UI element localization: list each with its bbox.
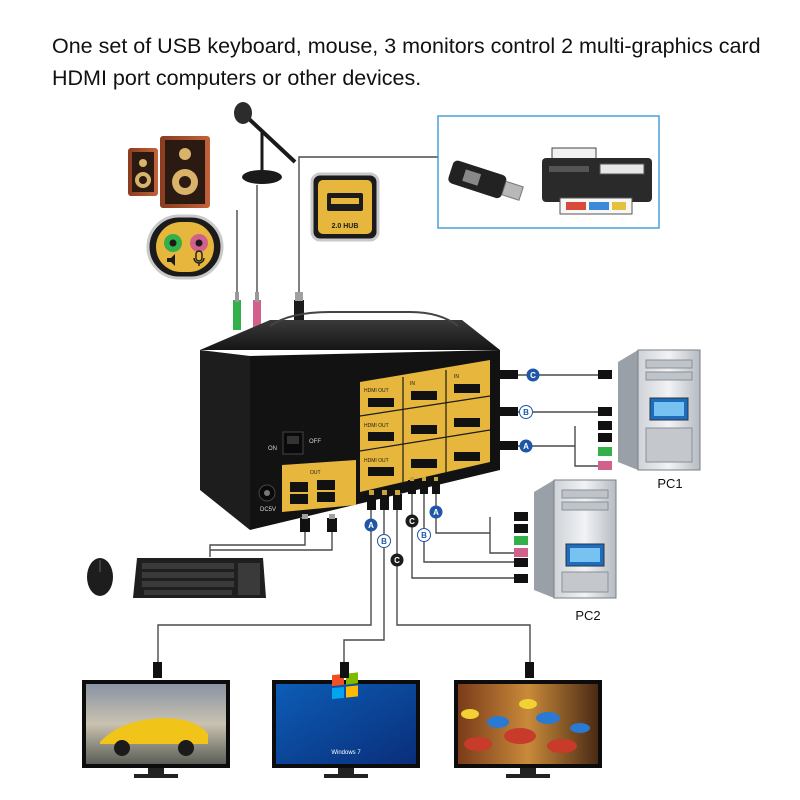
cable-tags: C B A A B C A B C xyxy=(364,368,540,567)
green-audio-plug xyxy=(233,300,241,330)
pc2-cable-a-branch xyxy=(489,517,515,554)
power-on-label: ON xyxy=(268,446,277,452)
hdmi-in-port-2a[interactable] xyxy=(454,452,480,461)
dc-label: DC5V xyxy=(260,507,276,513)
in-label-1: IN xyxy=(410,381,415,387)
monitor-c-cable xyxy=(396,510,531,665)
tag-monitor-c: C xyxy=(390,553,404,567)
hdmi-out-label-3: HDMI OUT xyxy=(364,458,389,464)
pc2-tower-icon xyxy=(534,479,617,599)
monitor-2: Windows 7 xyxy=(272,662,420,778)
usb-port-keyboard[interactable] xyxy=(317,480,335,490)
speakers-icon xyxy=(128,136,210,208)
hdmi-in-port-2c[interactable] xyxy=(454,384,480,393)
hdmi-out-label-2: HDMI OUT xyxy=(364,423,389,429)
usb-port-3[interactable] xyxy=(317,492,335,502)
in-label-2: IN xyxy=(454,374,459,380)
pc2-side-plugs xyxy=(514,512,528,583)
keyboard-icon xyxy=(133,558,266,598)
switch-bottom-plugs xyxy=(300,477,440,532)
hdmi-out-port-c[interactable] xyxy=(368,398,394,407)
kvm-switch: ON OFF DC5V OUT HDMI OUT HDMI OUT HDMI O… xyxy=(200,311,500,530)
usb-out-label: OUT xyxy=(310,470,321,476)
usb-port-2[interactable] xyxy=(290,494,308,504)
tag-pc2-b: B xyxy=(417,528,431,542)
svg-text:B: B xyxy=(523,408,529,417)
hdmi-out-port-a[interactable] xyxy=(368,467,394,476)
tag-pc1-a: A xyxy=(519,439,533,453)
audio-jack-icon xyxy=(146,214,224,280)
headline-text: One set of USB keyboard, mouse, 3 monito… xyxy=(52,34,761,90)
mouse-cable xyxy=(209,532,306,557)
hdmi-in-column-2: IN xyxy=(454,374,480,461)
tag-pc2-a: A xyxy=(429,505,443,519)
keyboard-cable xyxy=(210,532,333,551)
monitor-b-cable xyxy=(343,510,385,665)
pc2-cable-b xyxy=(423,492,515,563)
pc1-side-plugs xyxy=(500,370,612,470)
usb-hub-icon: 2.0 HUB xyxy=(310,172,380,242)
hub-label: 2.0 HUB xyxy=(332,223,359,230)
tag-pc2-c: C xyxy=(405,514,419,528)
printer-icon xyxy=(542,147,652,215)
pc2-label: PC2 xyxy=(575,608,600,623)
hub-to-devices-line xyxy=(298,156,438,230)
hdmi-in-port-1c[interactable] xyxy=(411,391,437,400)
svg-text:C: C xyxy=(394,556,400,565)
tag-pc1-c: C xyxy=(526,368,540,382)
mouse-icon xyxy=(87,558,113,596)
microphone-icon xyxy=(234,102,297,184)
usb-flash-drive-icon xyxy=(448,160,524,201)
monitor-a-cable xyxy=(157,510,372,665)
pc1-cable-a-branch xyxy=(574,426,600,467)
svg-text:B: B xyxy=(421,531,427,540)
hub-usb-plug xyxy=(294,300,304,326)
windows-brand-text: Windows 7 xyxy=(331,750,361,756)
hdmi-out-label-1: HDMI OUT xyxy=(364,388,389,394)
tag-monitor-b: B xyxy=(377,534,391,548)
hdmi-in-port-1b[interactable] xyxy=(411,425,437,434)
tag-pc1-b: B xyxy=(519,405,533,419)
hdmi-in-port-1a[interactable] xyxy=(411,459,437,468)
hdmi-out-port-b[interactable] xyxy=(368,432,394,441)
svg-text:B: B xyxy=(381,537,387,546)
svg-text:A: A xyxy=(368,521,374,530)
svg-text:A: A xyxy=(433,508,439,517)
hdmi-out-column: HDMI OUT HDMI OUT HDMI OUT xyxy=(364,388,394,476)
top-plugs xyxy=(233,292,304,330)
usb-port-mouse[interactable] xyxy=(290,482,308,492)
monitor-1 xyxy=(82,662,230,778)
pc1-label: PC1 xyxy=(657,476,682,491)
tag-monitor-a: A xyxy=(364,518,378,532)
svg-text:C: C xyxy=(409,517,415,526)
hdmi-in-column-1: IN xyxy=(410,381,437,468)
pc2-cable-a xyxy=(435,492,490,534)
svg-text:C: C xyxy=(530,371,536,380)
hdmi-in-port-2b[interactable] xyxy=(454,418,480,427)
power-off-label: OFF xyxy=(309,439,321,445)
usb-devices-box xyxy=(437,115,660,229)
pc1-tower-icon xyxy=(618,349,701,471)
svg-text:A: A xyxy=(523,442,529,451)
monitor-3 xyxy=(454,662,602,778)
pink-audio-plug xyxy=(253,300,261,330)
